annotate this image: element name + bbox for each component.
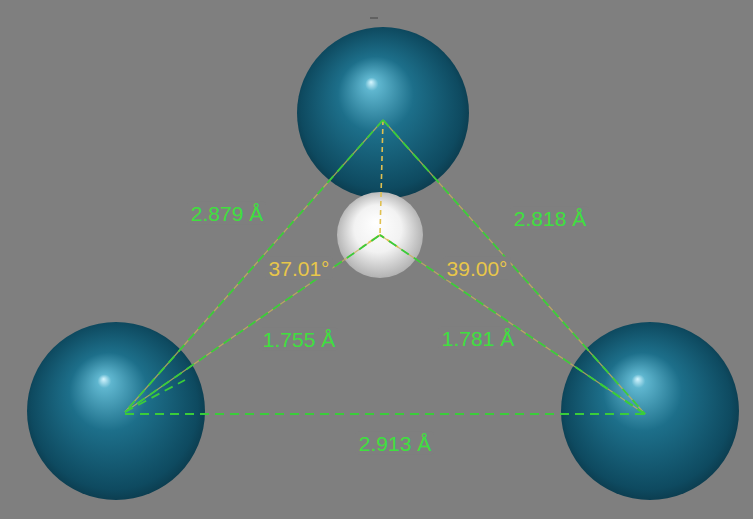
distance-label: 2.818 Å bbox=[511, 207, 589, 230]
distance-label: 2.913 Å bbox=[356, 432, 434, 455]
distance-lines bbox=[125, 120, 650, 414]
angle-label: 39.00° bbox=[444, 257, 511, 280]
distance-label: 1.781 Å bbox=[439, 327, 517, 350]
distance-label: 2.879 Å bbox=[188, 202, 266, 225]
guide-lines bbox=[125, 120, 645, 414]
distance-label: 1.755 Å bbox=[260, 328, 338, 351]
atom-left bbox=[27, 322, 205, 500]
atom-top bbox=[297, 27, 469, 199]
angle-lines bbox=[362, 120, 398, 247]
tick bbox=[370, 18, 378, 19]
angle-label: 37.01° bbox=[266, 257, 333, 280]
